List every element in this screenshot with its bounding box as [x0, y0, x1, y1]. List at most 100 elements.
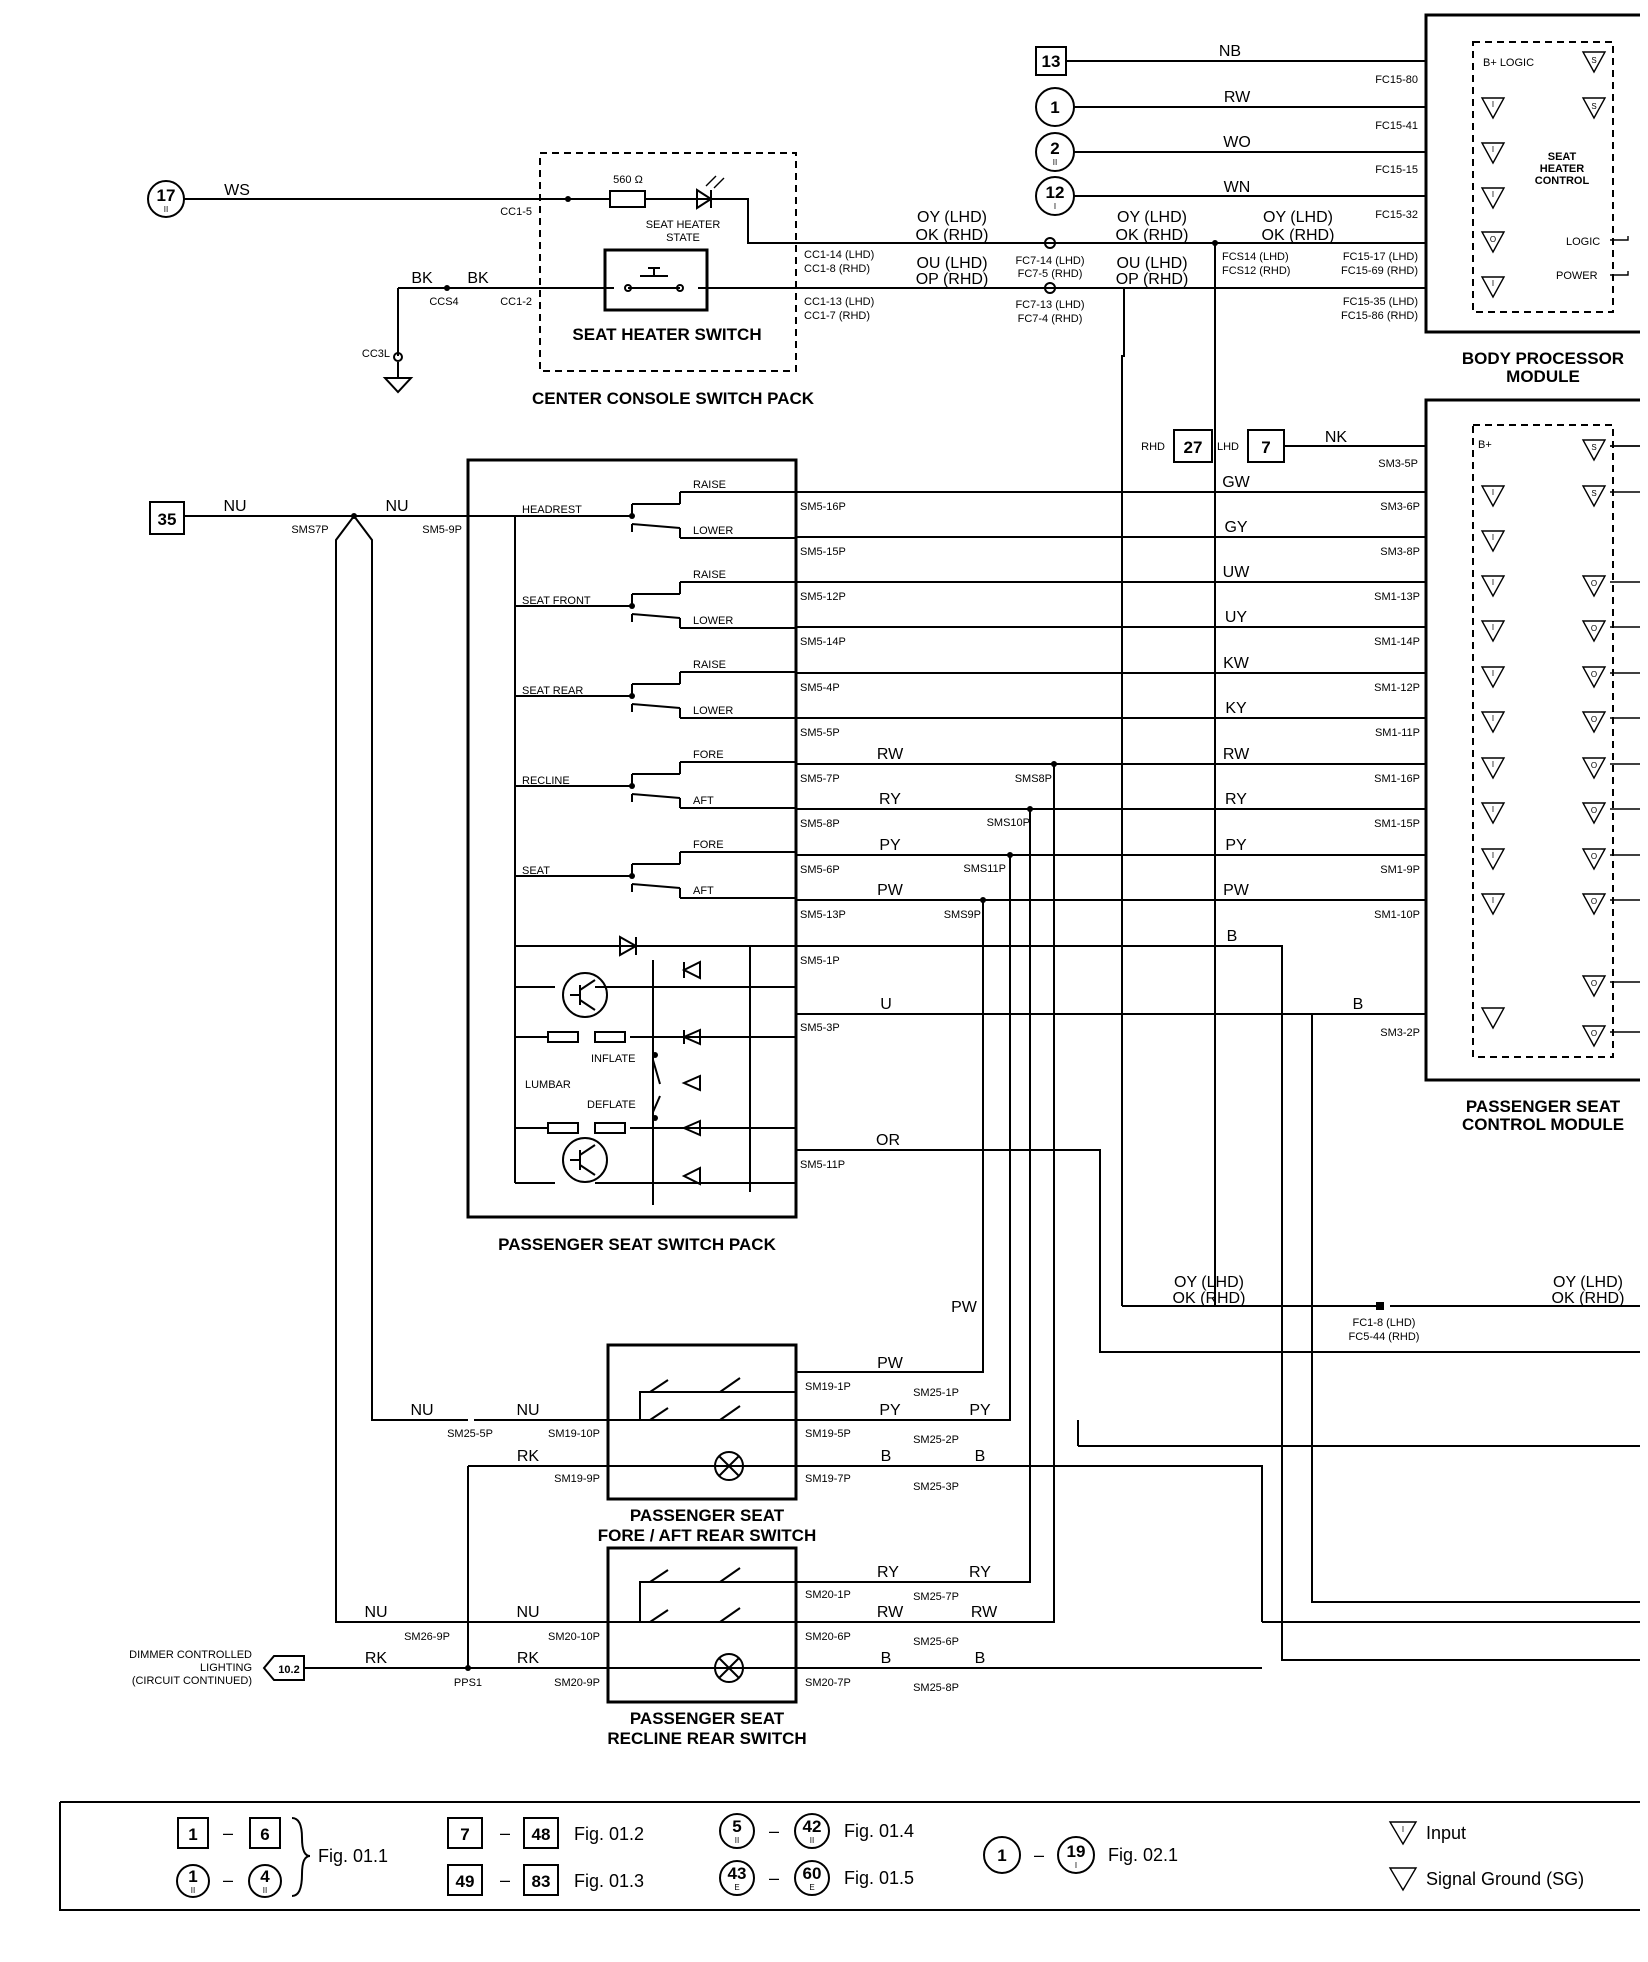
- svg-text:OR: OR: [876, 1132, 900, 1149]
- svg-text:7: 7: [460, 1825, 469, 1844]
- svg-text:LUMBAR: LUMBAR: [525, 1079, 571, 1091]
- conn-sm5_5p: SM5-5P: [800, 727, 840, 739]
- switch-label-lower: LOWER: [693, 615, 733, 627]
- svg-text:CC1-2: CC1-2: [500, 296, 532, 308]
- svg-text:PY: PY: [879, 837, 901, 854]
- lumbar-circuit: [515, 935, 796, 1205]
- svg-text:SM25-3P: SM25-3P: [913, 1481, 959, 1493]
- output-icon: O: [1581, 620, 1607, 643]
- svg-text:SEAT REAR: SEAT REAR: [522, 685, 583, 697]
- conn-sm3_8p: SM3-8P: [1380, 546, 1420, 558]
- svg-text:I: I: [1492, 190, 1494, 199]
- svg-text:83: 83: [532, 1872, 551, 1891]
- svg-text:RY: RY: [879, 791, 901, 808]
- svg-text:OK (RHD): OK (RHD): [1173, 1290, 1246, 1307]
- center-console-switch-pack: CENTER CONSOLE SWITCH PACK 17 II WS CC1-…: [147, 152, 874, 408]
- input-icon: I: [1480, 187, 1506, 210]
- svg-text:RW: RW: [1224, 89, 1251, 106]
- svg-text:1: 1: [997, 1846, 1006, 1865]
- svg-text:1: 1: [1050, 98, 1059, 117]
- svg-text:OK (RHD): OK (RHD): [1552, 1290, 1625, 1307]
- svg-text:35: 35: [158, 510, 177, 529]
- svg-text:FC15-69 (RHD): FC15-69 (RHD): [1341, 265, 1418, 277]
- svg-text:O: O: [1591, 897, 1597, 906]
- svg-text:O: O: [1591, 670, 1597, 679]
- pssp-title: PASSENGER SEAT SWITCH PACK: [498, 1235, 776, 1254]
- svg-text:OY (LHD): OY (LHD): [1117, 209, 1187, 226]
- svg-text:WO: WO: [1223, 134, 1251, 151]
- svg-text:CC1-13 (LHD): CC1-13 (LHD): [804, 296, 874, 308]
- svg-text:OU (LHD): OU (LHD): [1116, 255, 1187, 272]
- input-icon: [1480, 1007, 1506, 1030]
- svg-text:RY: RY: [969, 1564, 991, 1581]
- svg-text:SM19-10P: SM19-10P: [548, 1428, 600, 1440]
- switch-label-raise: RAISE: [693, 569, 726, 581]
- svg-text:SM25-8P: SM25-8P: [913, 1682, 959, 1694]
- svg-text:12: 12: [1046, 183, 1065, 202]
- svg-text:Fig. 01.3: Fig. 01.3: [574, 1871, 644, 1891]
- conn-sm5_15p: SM5-15P: [800, 546, 846, 558]
- wire-label-pw: PW: [1223, 882, 1250, 899]
- signal-ground-icon: S: [1581, 485, 1607, 508]
- svg-text:1: 1: [188, 1825, 197, 1844]
- svg-text:SM19-1P: SM19-1P: [805, 1381, 851, 1393]
- svg-text:WN: WN: [1224, 179, 1251, 196]
- svg-text:OY (LHD): OY (LHD): [1174, 1274, 1244, 1291]
- svg-text:I: I: [1492, 578, 1494, 587]
- wire-label-ky: KY: [1225, 700, 1247, 717]
- svg-text:HEADREST: HEADREST: [522, 504, 582, 516]
- heater-wires: OY (LHD) OK (RHD) OU (LHD) OP (RHD) FC7-…: [796, 209, 1426, 1307]
- svg-text:SEAT FRONT: SEAT FRONT: [522, 595, 591, 607]
- svg-text:B: B: [881, 1650, 892, 1667]
- svg-text:SM19-5P: SM19-5P: [805, 1428, 851, 1440]
- body-processor-module: BODY PROCESSOR MODULE B+ LOGIC SEAT HEAT…: [1424, 13, 1640, 386]
- bpm-input-wires: 13 NB FC15-80 1 RW FC15-41 2 II WO FC15-…: [1035, 43, 1426, 322]
- legend-signal-ground: Signal Ground (SG): [1426, 1869, 1584, 1889]
- svg-text:B: B: [881, 1448, 892, 1465]
- svg-text:OY (LHD): OY (LHD): [1263, 209, 1333, 226]
- svg-text:OK (RHD): OK (RHD): [1116, 227, 1189, 244]
- switch-label-aft: AFT: [693, 885, 714, 897]
- svg-text:NU: NU: [385, 498, 408, 515]
- bpm-title-1: BODY PROCESSOR: [1462, 349, 1624, 368]
- bpm-power-label: POWER: [1556, 270, 1598, 282]
- input-icon: I: [1480, 757, 1506, 780]
- svg-text:NU: NU: [516, 1402, 539, 1419]
- svg-text:–: –: [223, 1870, 233, 1890]
- svg-text:WS: WS: [224, 182, 250, 199]
- svg-text:SMS7P: SMS7P: [291, 524, 328, 536]
- pssp-switches: RAISELOWERRAISELOWERRAISELOWERFOREAFTFOR…: [515, 479, 796, 899]
- conn-sm1_12p: SM1-12P: [1374, 682, 1420, 694]
- svg-text:Fig. 01.4: Fig. 01.4: [844, 1821, 914, 1841]
- switch-label-lower: LOWER: [693, 705, 733, 717]
- svg-text:PY: PY: [969, 1402, 991, 1419]
- switch-label-fore: FORE: [693, 749, 724, 761]
- svg-text:FC15-17 (LHD): FC15-17 (LHD): [1343, 251, 1418, 263]
- signal-ground-icon: [1388, 1867, 1418, 1892]
- svg-text:PASSENGER SEAT: PASSENGER SEAT: [630, 1709, 785, 1728]
- svg-text:FCS14 (LHD): FCS14 (LHD): [1222, 251, 1289, 263]
- svg-text:PW: PW: [951, 1299, 978, 1316]
- svg-text:SM20-6P: SM20-6P: [805, 1631, 851, 1643]
- svg-text:I: I: [1492, 488, 1494, 497]
- svg-text:DIMMER CONTROLLED: DIMMER CONTROLLED: [129, 1649, 252, 1661]
- svg-text:RHD: RHD: [1141, 441, 1165, 453]
- conn-sm5_16p: SM5-16P: [800, 501, 846, 513]
- svg-text:FC7-13 (LHD): FC7-13 (LHD): [1015, 299, 1084, 311]
- wire-label-py: PY: [1225, 837, 1247, 854]
- pscm-title-2: CONTROL MODULE: [1462, 1115, 1624, 1134]
- svg-text:O: O: [1591, 806, 1597, 815]
- svg-text:SMS10P: SMS10P: [987, 817, 1030, 829]
- switch-label-raise: RAISE: [693, 479, 726, 491]
- conn-sm1_15p: SM1-15P: [1374, 818, 1420, 830]
- bpm-logic-label: LOGIC: [1566, 236, 1600, 248]
- svg-text:PPS1: PPS1: [454, 1677, 482, 1689]
- svg-text:–: –: [769, 1821, 779, 1841]
- conn-sm1_14p: SM1-14P: [1374, 636, 1420, 648]
- svg-text:SMS8P: SMS8P: [1015, 773, 1052, 785]
- svg-text:SM25-7P: SM25-7P: [913, 1591, 959, 1603]
- conn-sm5_7p: SM5-7P: [800, 773, 840, 785]
- wire-label-gy: GY: [1224, 519, 1247, 536]
- svg-text:OP (RHD): OP (RHD): [1116, 271, 1189, 288]
